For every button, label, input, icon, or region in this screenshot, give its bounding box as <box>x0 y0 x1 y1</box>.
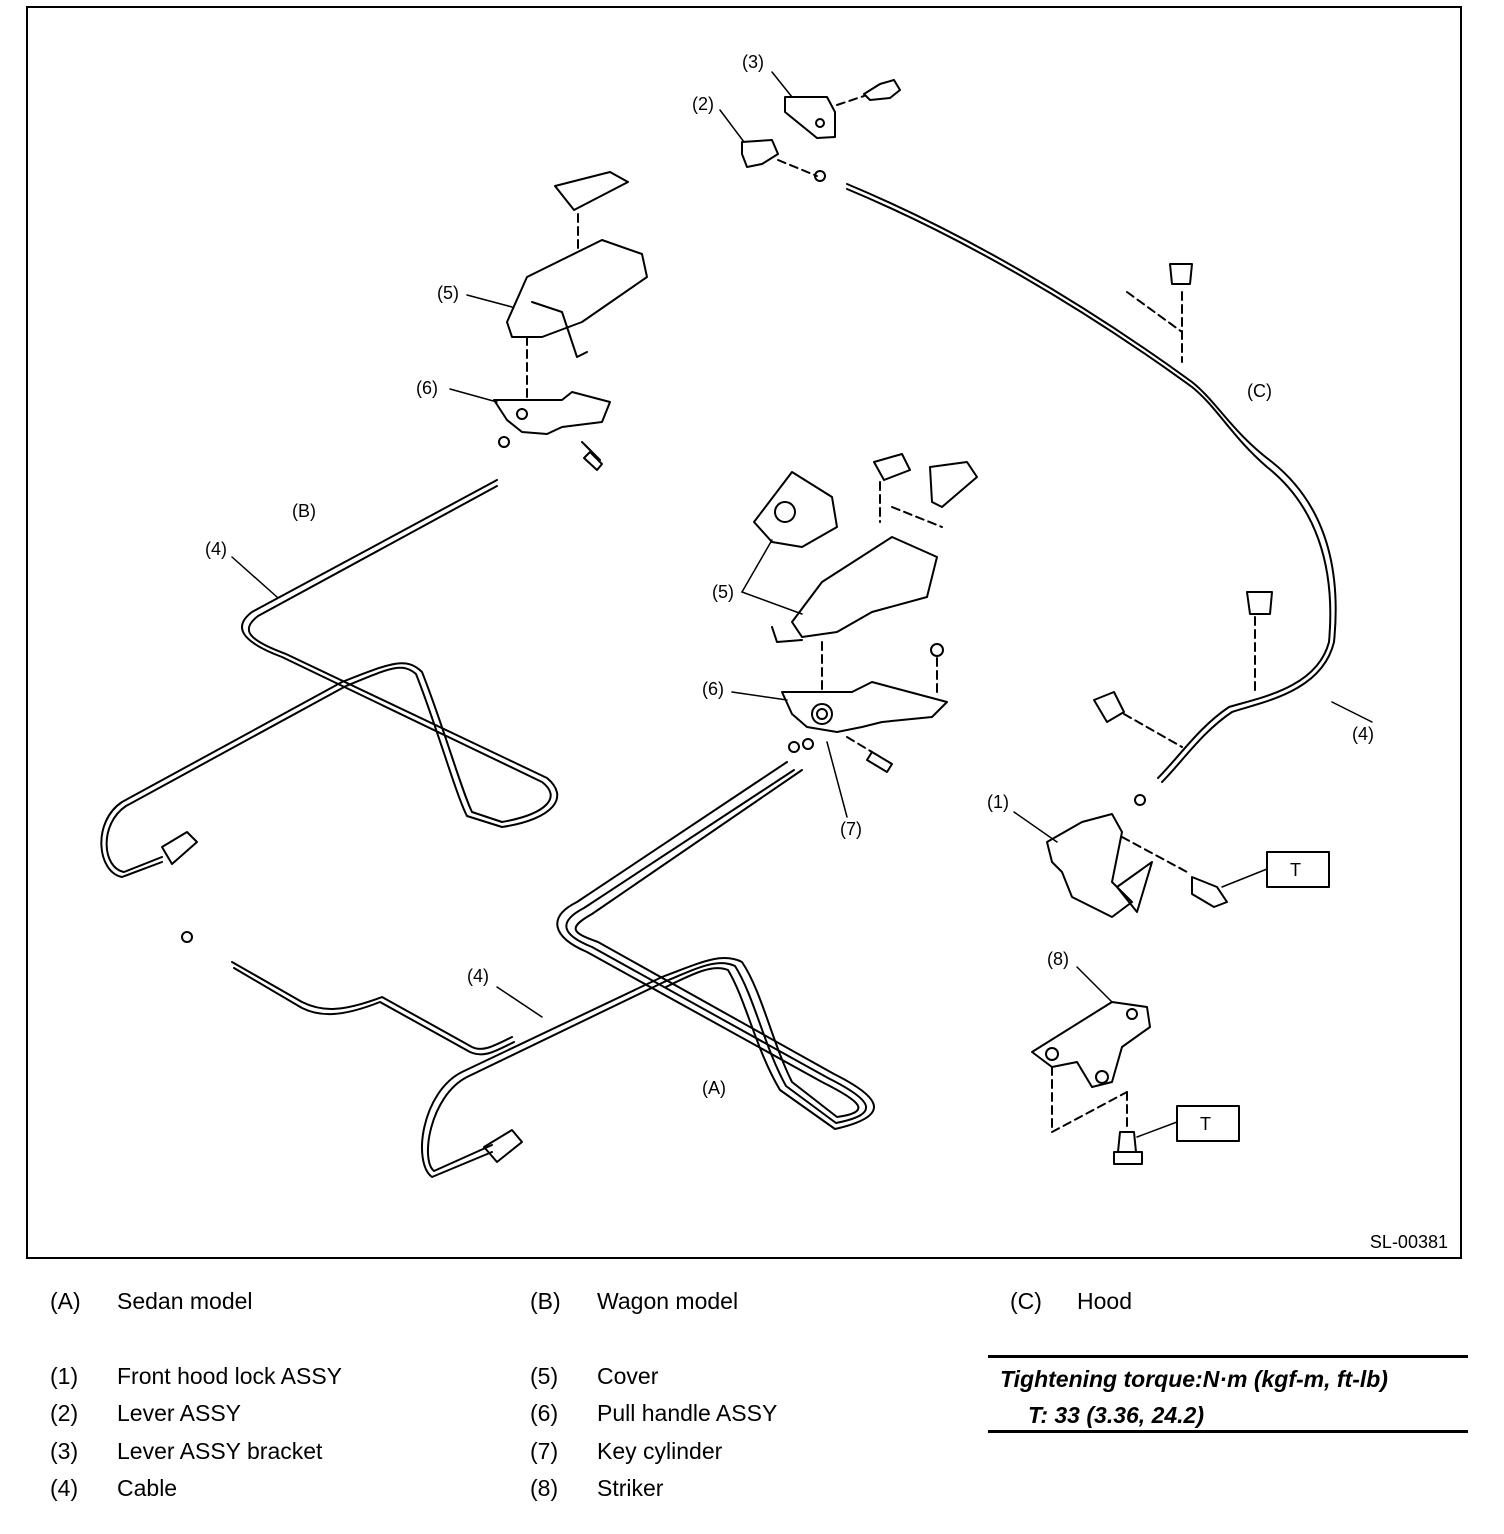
torque-title: Tightening torque:N·m (kgf-m, ft-lb) <box>1000 1366 1388 1392</box>
wagon-cable <box>100 436 559 878</box>
tightening-torque-box: Tightening torque:N·m (kgf-m, ft-lb) T: … <box>988 1355 1468 1433</box>
legend-text: Hood <box>1077 1288 1132 1314</box>
legend-code: (B) <box>530 1288 561 1314</box>
legend-text: Wagon model <box>597 1288 739 1314</box>
legend-text: Front hood lock ASSY <box>117 1363 343 1389</box>
torque-value: T: 33 (3.36, 24.2) <box>1028 1402 1204 1428</box>
exploded-parts-diagram: (3) (2) (5) (6) (B) (4) (C) (5) (6) (4) … <box>26 6 1462 1259</box>
callout-4-sedan: (4) <box>467 966 489 986</box>
callout-2: (2) <box>692 94 714 114</box>
legend-text: Striker <box>597 1475 664 1501</box>
callout-3: (3) <box>742 52 764 72</box>
legend-text: Lever ASSY bracket <box>117 1438 323 1464</box>
legend-text: Lever ASSY <box>117 1400 242 1426</box>
legend-code: (3) <box>50 1438 79 1464</box>
sedan-pull-handle <box>781 643 948 773</box>
legend-code: (8) <box>530 1475 559 1501</box>
torque-label-lock: T <box>1290 860 1301 880</box>
legend-code: (7) <box>530 1438 559 1464</box>
legend-text: Pull handle ASSY <box>597 1400 778 1426</box>
callout-4-wagon: (4) <box>205 539 227 559</box>
legend-code: (C) <box>1010 1288 1042 1314</box>
hood-cable <box>814 170 1337 806</box>
callout-a: (A) <box>702 1078 726 1098</box>
torque-box-striker <box>1176 1105 1240 1142</box>
callout-1: (1) <box>987 792 1009 812</box>
sedan-cable <box>181 738 875 1178</box>
front-hood-lock <box>1046 813 1228 918</box>
callout-6-lower: (6) <box>702 679 724 699</box>
legend-code: (2) <box>50 1400 79 1426</box>
legend-code: (4) <box>50 1475 79 1501</box>
lever-assy <box>741 139 818 177</box>
legend-code: (A) <box>50 1288 81 1314</box>
wagon-cover <box>506 171 648 403</box>
leader-lines <box>231 71 1373 1138</box>
legend-code: (1) <box>50 1363 79 1389</box>
striker <box>1031 1001 1151 1165</box>
callout-c: (C) <box>1247 381 1272 401</box>
legend-text: Cover <box>597 1363 659 1389</box>
callout-7: (7) <box>840 819 862 839</box>
callout-5-upper: (5) <box>437 283 459 303</box>
diagram-drawing: (3) (2) (5) (6) (B) (4) (C) (5) (6) (4) … <box>100 52 1374 1178</box>
callout-6-upper: (6) <box>416 378 438 398</box>
legend-text: Key cylinder <box>597 1438 723 1464</box>
lever-assy-bracket <box>784 79 901 139</box>
legend-code: (5) <box>530 1363 559 1389</box>
legend-text: Sedan model <box>117 1288 253 1314</box>
callout-8: (8) <box>1047 949 1069 969</box>
legend-text: Cable <box>117 1475 178 1501</box>
sedan-cover <box>753 453 978 693</box>
wagon-pull-handle <box>493 391 611 471</box>
torque-label-striker: T <box>1200 1114 1211 1134</box>
torque-box-lock <box>1266 851 1330 888</box>
callout-5-lower: (5) <box>712 582 734 602</box>
callout-b: (B) <box>292 501 316 521</box>
legend-code: (6) <box>530 1400 559 1426</box>
callout-4-hood: (4) <box>1352 724 1374 744</box>
figure-id: SL-00381 <box>1369 1232 1448 1252</box>
